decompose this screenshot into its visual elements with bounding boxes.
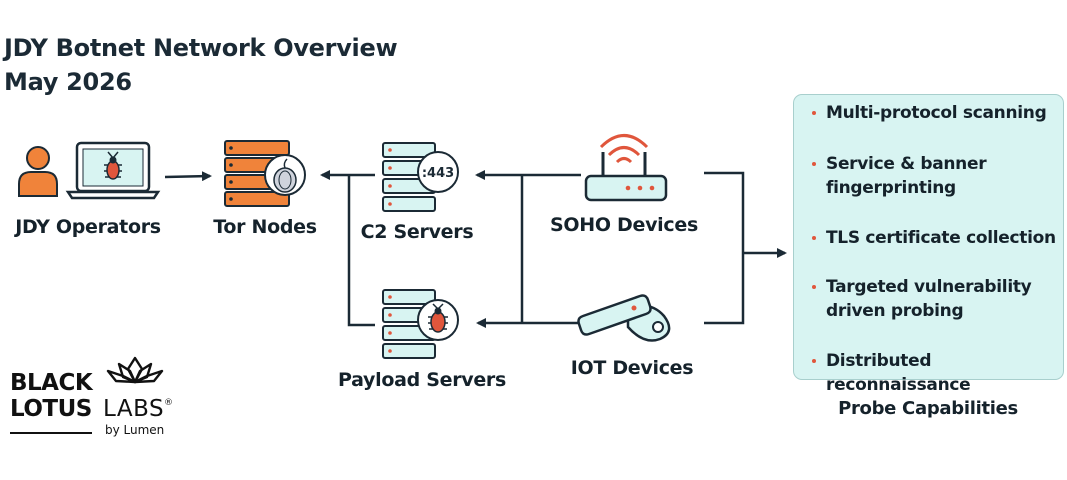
capability-item: Distributed reconnaissance	[804, 349, 1059, 397]
page-title: JDY Botnet Network Overview	[4, 34, 398, 62]
node-label-c2: C2 Servers	[360, 221, 474, 243]
person-icon	[18, 146, 58, 197]
black-lotus-labs-logo: BLACK LOTUS LABS ® by Lumen	[10, 354, 190, 444]
arrow-operators-to-tor	[164, 171, 212, 182]
connectors	[164, 170, 787, 328]
port-badge	[417, 151, 459, 193]
node-label-payload: Payload Servers	[337, 369, 507, 391]
onion-icon	[264, 154, 306, 196]
payload-server-icon	[382, 289, 436, 359]
capabilities-panel: Multi-protocol scanning Service & banner…	[793, 94, 1064, 395]
registered-mark: ®	[164, 398, 173, 408]
server-icon	[382, 142, 436, 212]
logo-text-labs: LABS	[103, 396, 165, 422]
logo-rule	[10, 432, 92, 434]
port-label: :443	[422, 166, 454, 181]
logo-text-black: BLACK	[10, 370, 93, 396]
capabilities-list: Multi-protocol scanning Service & banner…	[804, 101, 1059, 397]
wifi-icon	[599, 134, 649, 164]
iot-sensor-icon	[577, 294, 671, 342]
router-icon	[584, 152, 668, 202]
bug-icon	[104, 151, 122, 180]
logo-byline: by Lumen	[105, 423, 165, 437]
node-label-tor: Tor Nodes	[213, 216, 317, 238]
lotus-icon	[106, 356, 164, 384]
capability-item: Service & banner fingerprinting	[804, 152, 1059, 200]
capability-item: Targeted vulnerability driven probing	[804, 275, 1059, 323]
capability-item: TLS certificate collection	[804, 226, 1059, 250]
node-label-operators: JDY Operators	[15, 216, 161, 238]
node-label-iot: IOT Devices	[570, 357, 694, 379]
capabilities-caption: Probe Capabilities	[838, 398, 1018, 419]
page-subtitle: May 2026	[4, 68, 132, 96]
capability-item: Multi-protocol scanning	[804, 101, 1059, 125]
bracket-devices	[704, 171, 745, 325]
payload-bug-icon	[417, 299, 459, 341]
node-label-soho: SOHO Devices	[550, 214, 698, 236]
line-payload-to-tor	[347, 175, 375, 327]
logo-text-lotus: LOTUS	[10, 396, 92, 422]
